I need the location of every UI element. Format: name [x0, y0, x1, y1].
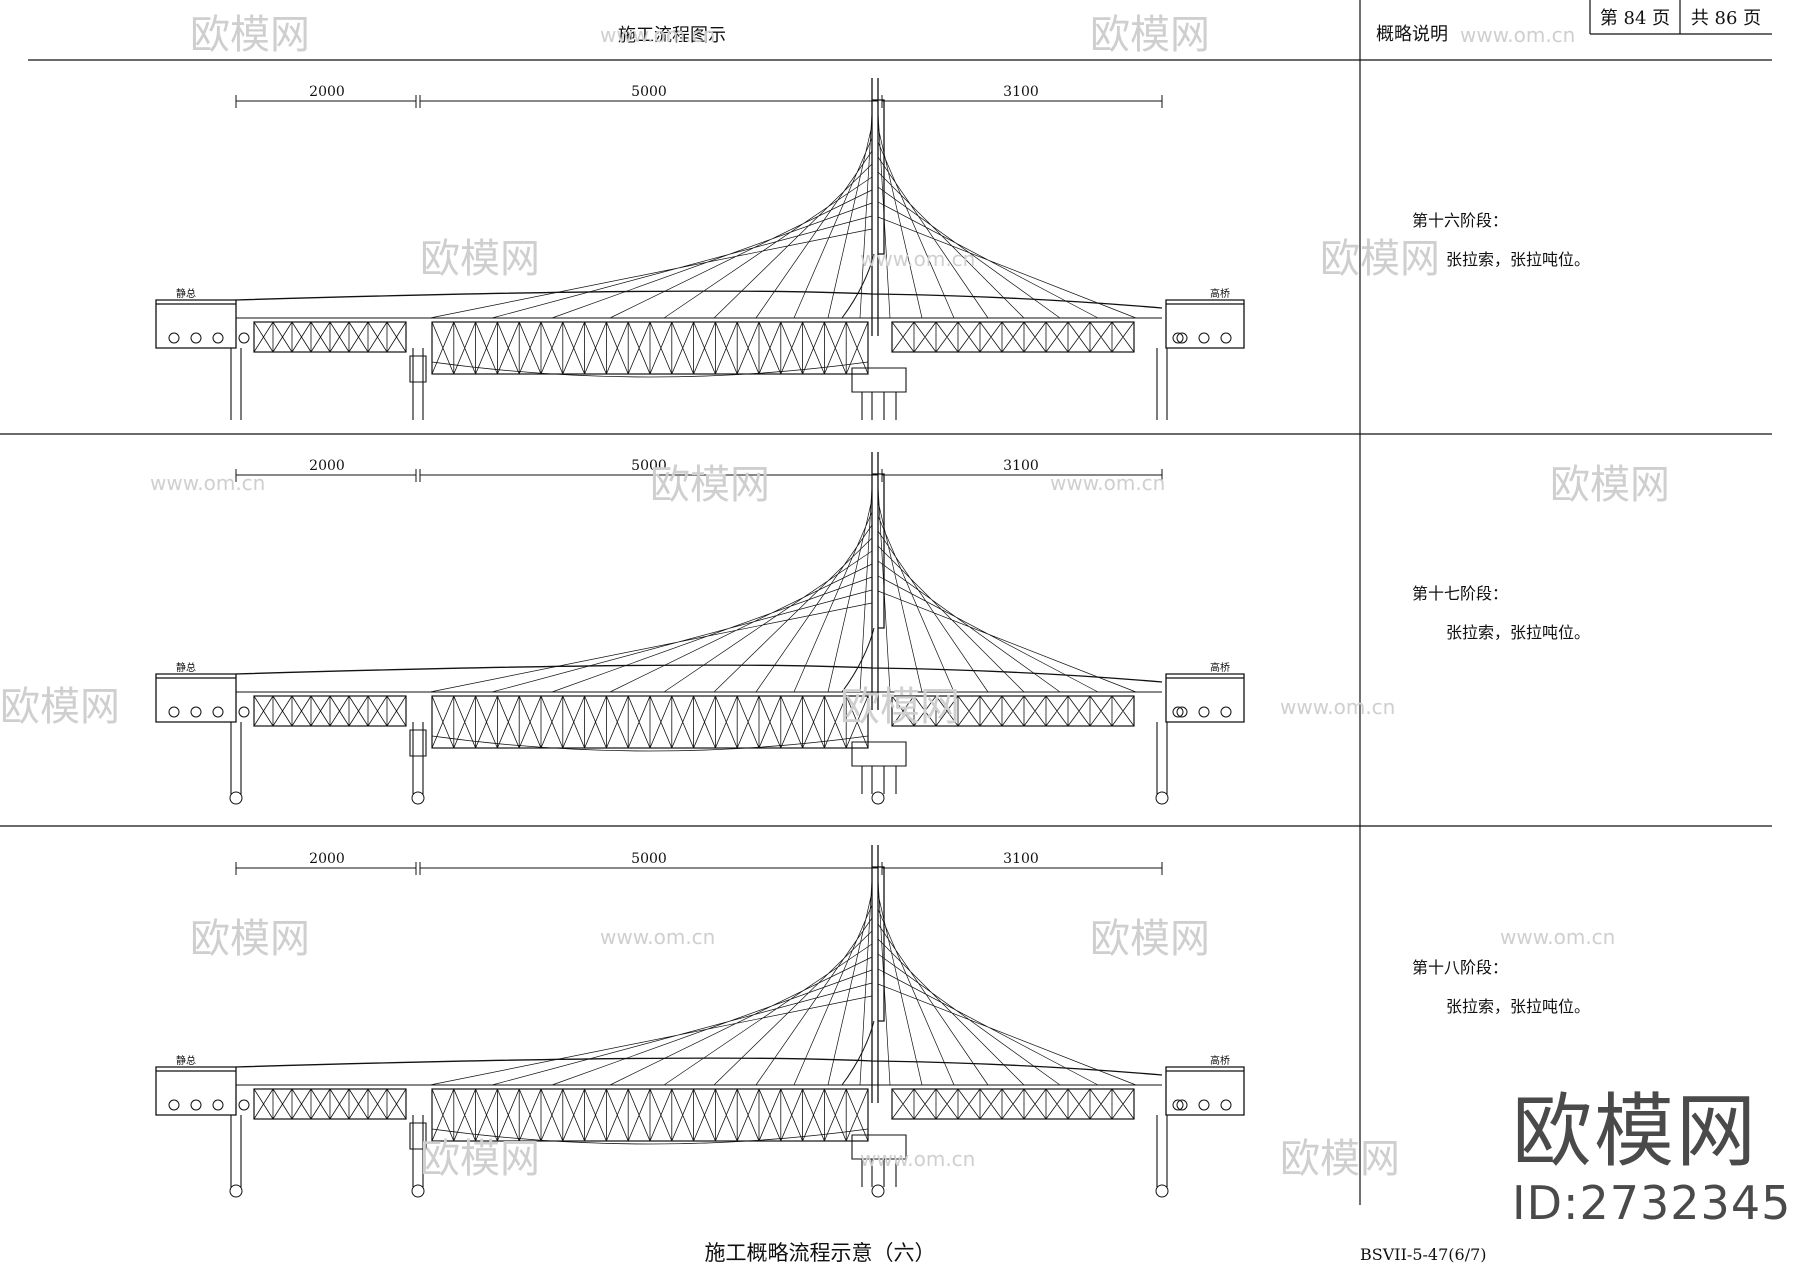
watermark-url: www.om.cn	[860, 247, 975, 271]
notes-title: 概略说明	[1376, 24, 1448, 45]
watermark-url: www.om.cn	[1050, 471, 1165, 495]
watermark-brand: 欧模网	[1550, 462, 1670, 508]
watermark-brand: 欧模网	[190, 916, 310, 962]
stage-17-label: 第十七阶段：	[1412, 584, 1508, 603]
watermark-url: www.om.cn	[600, 925, 715, 949]
truss-right-diagonals	[891, 695, 1135, 727]
watermark-url: www.om.cn	[150, 471, 265, 495]
truss-main-diagonals	[431, 695, 869, 749]
watermark-url: www.om.cn	[600, 23, 715, 47]
abutment-anchors	[168, 332, 1232, 344]
left-abutment-tag: 静总	[176, 661, 196, 674]
stage-notes: 第十六阶段： 张拉索，张拉吨位。 第十七阶段： 张拉索，张拉吨位。 第十八阶段：…	[1412, 211, 1590, 1016]
dimension-label: 3100	[1003, 851, 1039, 867]
right-abutment	[1165, 673, 1245, 723]
pylon	[871, 78, 885, 336]
deck-profile	[235, 290, 1163, 309]
truss-left-diagonals	[253, 695, 407, 727]
pylon-base-curve	[841, 1020, 875, 1086]
right-abutment-tag: 高桥	[1210, 1054, 1230, 1067]
watermark-url: www.om.cn	[1280, 695, 1395, 719]
left-abutment	[155, 299, 237, 349]
dimension-label: 2000	[309, 84, 345, 100]
truss-main-diagonals	[431, 1088, 869, 1142]
sheet-frame	[0, 0, 1772, 1205]
watermark-brand: 欧模网	[1280, 1136, 1400, 1182]
stage-16-label: 第十六阶段：	[1412, 211, 1508, 230]
stage-16-desc: 张拉索，张拉吨位。	[1446, 250, 1590, 269]
dimension-label: 3100	[1003, 84, 1039, 100]
truss-main-diagonals	[431, 321, 869, 375]
bridge-stage-17: 2000 5000 3100 静总 高桥	[155, 452, 1245, 805]
dimension-label: 5000	[631, 851, 667, 867]
abutment-anchors	[168, 1099, 1232, 1111]
right-abutment	[1165, 1066, 1245, 1116]
pier-markers	[229, 1184, 1169, 1198]
stage-17-desc: 张拉索，张拉吨位。	[1446, 623, 1590, 642]
left-abutment	[155, 673, 237, 723]
watermark-url: www.om.cn	[1500, 925, 1615, 949]
left-abutment-tag: 静总	[176, 1054, 196, 1067]
page-total: 共 86 页	[1691, 8, 1761, 29]
drawing-title: 施工流程图示	[618, 25, 726, 46]
truss-right-diagonals	[891, 1088, 1135, 1120]
piers	[230, 1115, 1168, 1187]
watermark-brand: 欧模网	[650, 462, 770, 508]
right-abutment	[1165, 299, 1245, 349]
watermark-brand: 欧模网	[190, 12, 310, 58]
right-abutment-tag: 高桥	[1210, 661, 1230, 674]
stage-18-desc: 张拉索，张拉吨位。	[1446, 997, 1590, 1016]
page-current: 第 84 页	[1600, 8, 1670, 29]
left-abutment-tag: 静总	[176, 287, 196, 300]
stay-cables	[429, 878, 1137, 1086]
truss-main-chord	[431, 735, 869, 752]
dimension-label: 3100	[1003, 458, 1039, 474]
pylon	[871, 845, 885, 1103]
pier-markers	[229, 791, 1169, 805]
watermark-brand: 欧模网	[1090, 916, 1210, 962]
deck-profile	[235, 1057, 1163, 1076]
watermark-brand: 欧模网	[840, 684, 960, 730]
watermark-brand: 欧模网	[0, 684, 120, 730]
truss-right-diagonals	[891, 321, 1135, 353]
dimension-label: 5000	[631, 84, 667, 100]
watermark-brand: 欧模网	[1320, 236, 1440, 282]
left-abutment	[155, 1066, 237, 1116]
piers	[230, 722, 1168, 794]
pylon-base-curve	[841, 627, 875, 693]
watermark-url: www.om.cn	[1460, 23, 1575, 47]
dimension-label: 2000	[309, 851, 345, 867]
watermark-brand: 欧模网	[420, 1136, 540, 1182]
brand-id: ID:2732345	[1512, 1176, 1792, 1230]
drawing-code: BSVII-5-47(6/7)	[1360, 1245, 1487, 1264]
pylon-base-curve	[841, 253, 875, 319]
truss-left-diagonals	[253, 321, 407, 353]
pylon	[871, 452, 885, 710]
dimension-label: 5000	[631, 458, 667, 474]
piers	[230, 348, 1168, 420]
dimension-label: 2000	[309, 458, 345, 474]
truss-left-diagonals	[253, 1088, 407, 1120]
truss-main-chord	[431, 361, 869, 378]
stay-cables	[429, 485, 1137, 693]
bridge-stage-16: 2000 5000 3100 静总 高桥	[155, 78, 1245, 420]
right-abutment-tag: 高桥	[1210, 287, 1230, 300]
brand-logo: 欧模网 ID:2732345	[1512, 1085, 1800, 1231]
abutment-anchors	[168, 706, 1232, 718]
stage-18-label: 第十八阶段：	[1412, 958, 1508, 977]
watermarks: 欧模网 www.om.cn 欧模网 www.om.cn 欧模网 www.om.c…	[0, 12, 1670, 1182]
watermark-brand: 欧模网	[1090, 12, 1210, 58]
bridge-stage-18: 2000 5000 3100 静总 高桥	[155, 845, 1245, 1198]
brand-name: 欧模网	[1512, 1085, 1758, 1178]
watermark-url: www.om.cn	[860, 1147, 975, 1171]
truss-main-chord	[431, 1128, 869, 1145]
stay-cables	[429, 111, 1137, 319]
deck-profile	[235, 664, 1163, 683]
footer-caption: 施工概略流程示意（六）	[705, 1241, 936, 1265]
watermark-brand: 欧模网	[420, 236, 540, 282]
